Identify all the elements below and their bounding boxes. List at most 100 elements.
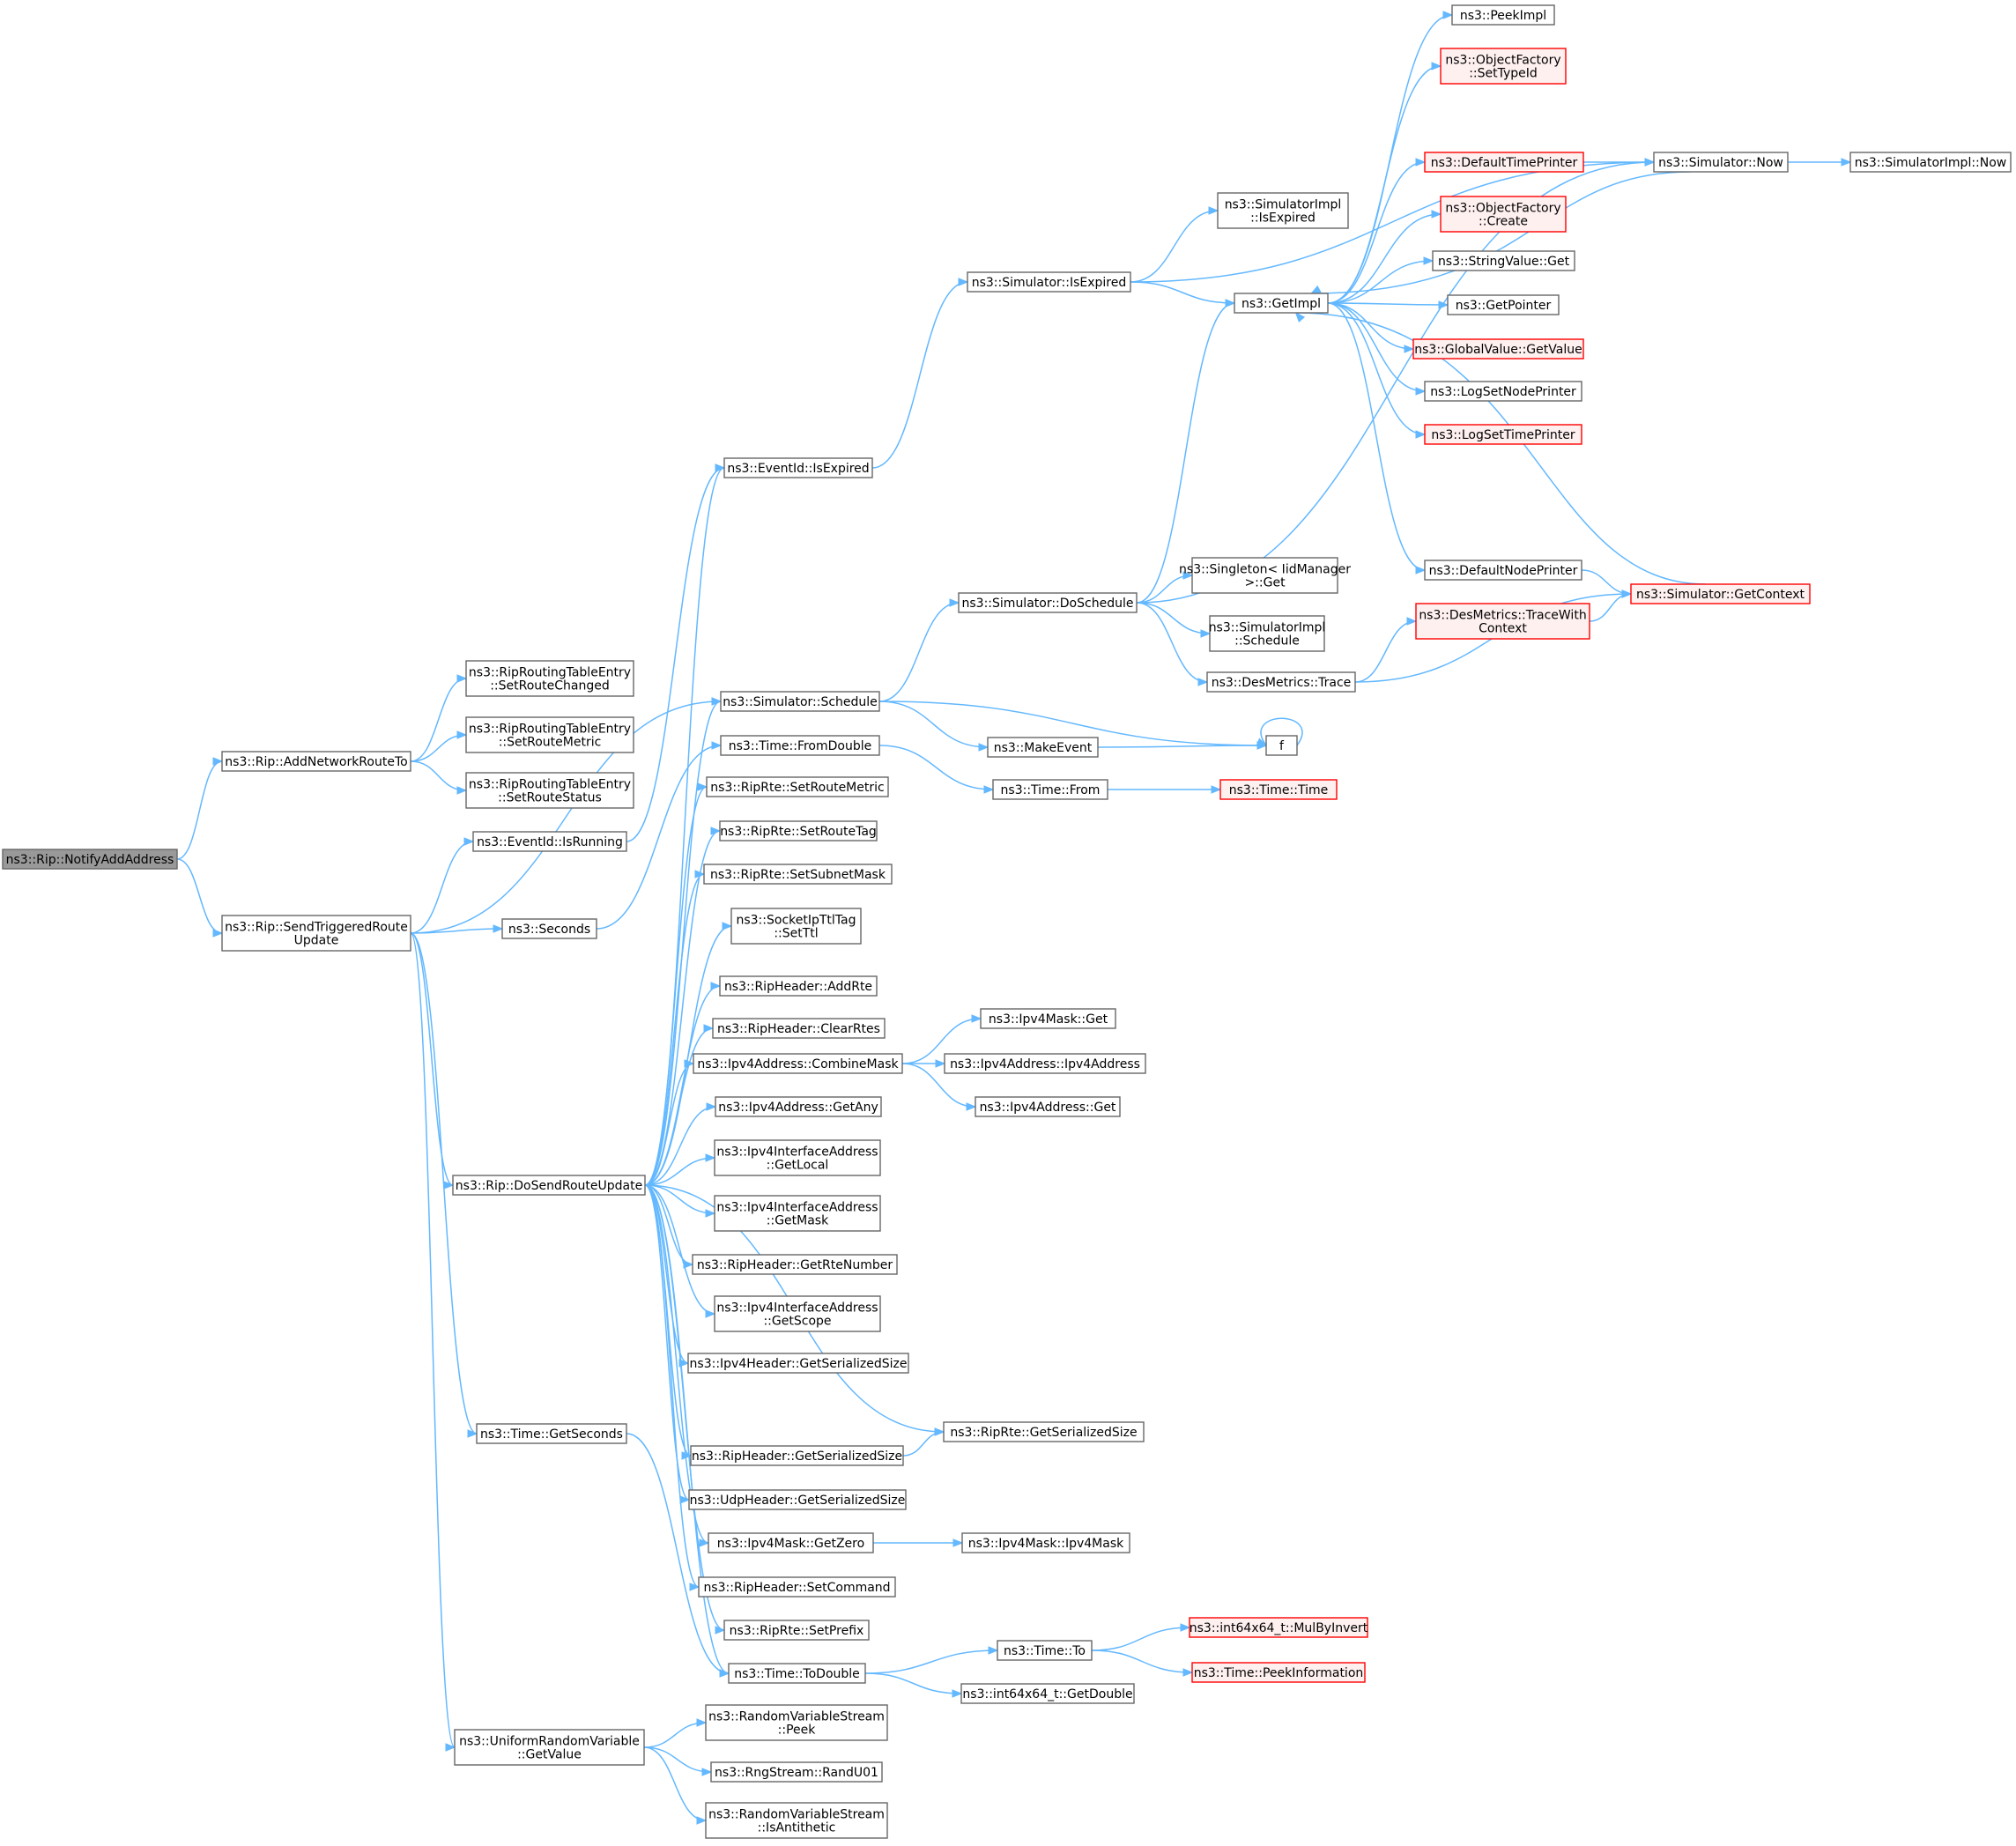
- node-label: ns3::LogSetTimePrinter: [1431, 428, 1575, 442]
- edge-line: [864, 1650, 998, 1674]
- edge-line: [410, 932, 478, 1435]
- graph-node[interactable]: ns3::Ipv4Mask::Get: [980, 1008, 1116, 1029]
- node-label: ns3::GlobalValue::GetValue: [1414, 343, 1582, 357]
- graph-node[interactable]: ns3::UdpHeader::GetSerializedSize: [688, 1489, 907, 1510]
- call-edge: [864, 1672, 963, 1698]
- edge-arrowhead: [978, 743, 989, 752]
- graph-node[interactable]: ns3::UniformRandomVariable::GetValue: [454, 1729, 645, 1766]
- graph-node[interactable]: ns3::Ipv4Address::Ipv4Address: [944, 1053, 1146, 1074]
- graph-node[interactable]: ns3::GlobalValue::GetValue: [1412, 338, 1584, 360]
- graph-node[interactable]: ns3::RipHeader::AddRte: [719, 975, 878, 997]
- graph-node[interactable]: ns3::RipHeader::GetSerializedSize: [690, 1445, 904, 1466]
- graph-node[interactable]: ns3::SimulatorImpl::IsExpired: [1217, 192, 1349, 229]
- graph-node[interactable]: ns3::EventId::IsRunning: [472, 831, 627, 852]
- edge-arrowhead: [684, 1059, 695, 1068]
- graph-node[interactable]: ns3::Time::To: [997, 1640, 1093, 1661]
- graph-node[interactable]: ns3::Simulator::IsExpired: [967, 271, 1131, 293]
- edge-arrowhead: [1182, 1668, 1194, 1677]
- node-box: [476, 1423, 627, 1444]
- graph-node[interactable]: ns3::Rip::AddNetworkRouteTo: [221, 751, 411, 772]
- edge-line: [1354, 620, 1417, 683]
- graph-node[interactable]: ns3::Ipv4Mask::GetZero: [708, 1532, 874, 1553]
- edge-line: [643, 1746, 712, 1773]
- call-edge: [1091, 1650, 1194, 1677]
- node-box: [2, 849, 178, 870]
- edge-line: [864, 1672, 962, 1694]
- edge-arrowhead: [212, 929, 224, 938]
- edge-line: [878, 701, 1267, 746]
- edge-arrowhead: [966, 1102, 977, 1111]
- graph-node[interactable]: ns3::Simulator::Schedule: [720, 691, 880, 712]
- graph-node[interactable]: ns3::SocketIpTtlTag::SetTtl: [730, 908, 862, 945]
- node-label: ::GetValue: [517, 1748, 582, 1762]
- graph-node[interactable]: ns3::RipRte::SetPrefix: [723, 1620, 870, 1641]
- graph-node[interactable]: ns3::int64x64_t::GetDouble: [960, 1683, 1135, 1704]
- graph-node[interactable]: ns3::RipRte::SetSubnetMask: [703, 864, 893, 885]
- graph-node[interactable]: ns3::PeekImpl: [1451, 4, 1555, 26]
- graph-node[interactable]: ns3::DefaultTimePrinter: [1424, 152, 1584, 173]
- graph-node[interactable]: f: [1265, 735, 1298, 756]
- graph-node[interactable]: ns3::Time::ToDouble: [728, 1663, 866, 1684]
- graph-node[interactable]: ns3::RipRte::SetRouteTag: [719, 820, 878, 841]
- graph-node[interactable]: ns3::RipRoutingTableEntry::SetRouteStatu…: [465, 772, 634, 809]
- graph-node[interactable]: ns3::Time::From: [992, 779, 1108, 800]
- graph-node[interactable]: ns3::RipHeader::GetRteNumber: [692, 1254, 898, 1275]
- graph-node[interactable]: ns3::LogSetTimePrinter: [1424, 424, 1582, 445]
- node-box: [1412, 338, 1584, 360]
- call-edge: [1091, 1623, 1191, 1651]
- graph-node[interactable]: ns3::RipHeader::ClearRtes: [712, 1018, 886, 1039]
- graph-node[interactable]: ns3::RandomVariableStream::IsAntithetic: [705, 1802, 888, 1839]
- graph-node[interactable]: ns3::RipRoutingTableEntry::SetRouteChang…: [465, 660, 634, 697]
- graph-node[interactable]: ns3::RipRoutingTableEntry::SetRouteMetri…: [465, 716, 634, 753]
- graph-node[interactable]: ns3::EventId::IsExpired: [723, 457, 873, 478]
- node-box: [710, 1761, 883, 1783]
- call-edge: [1294, 311, 1706, 585]
- graph-node[interactable]: ns3::Simulator::Now: [1653, 152, 1789, 173]
- graph-node[interactable]: ns3::Rip::NotifyAddAddress: [2, 849, 178, 870]
- node-label: ns3::RipRte::SetPrefix: [730, 1624, 864, 1638]
- node-box: [987, 737, 1099, 758]
- graph-node[interactable]: ns3::Ipv4Address::GetAny: [715, 1096, 882, 1117]
- graph-node[interactable]: ns3::Time::Time: [1219, 779, 1338, 800]
- graph-node[interactable]: ns3::RngStream::RandU01: [710, 1761, 883, 1783]
- graph-node[interactable]: ns3::RandomVariableStream::Peek: [705, 1704, 888, 1741]
- graph-node[interactable]: ns3::StringValue::Get: [1432, 250, 1575, 271]
- graph-node[interactable]: ns3::DesMetrics::Trace: [1206, 671, 1356, 693]
- node-label: ::GetMask: [767, 1214, 829, 1228]
- edge-arrowhead: [711, 741, 723, 750]
- graph-node[interactable]: ns3::MakeEvent: [987, 737, 1099, 758]
- edge-arrowhead: [679, 1495, 691, 1504]
- graph-node[interactable]: ns3::GetImpl: [1234, 293, 1329, 314]
- graph-node[interactable]: ns3::Ipv4Address::CombineMask: [693, 1053, 903, 1074]
- graph-node[interactable]: ns3::Singleton< IidManager >::Get: [1179, 557, 1351, 594]
- graph-node[interactable]: ns3::Ipv4Header::GetSerializedSize: [687, 1353, 909, 1374]
- graph-node[interactable]: ns3::DefaultNodePrinter: [1424, 560, 1582, 581]
- graph-node[interactable]: ns3::LogSetNodePrinter: [1424, 381, 1582, 402]
- graph-node[interactable]: ns3::Time::GetSeconds: [476, 1423, 627, 1444]
- graph-node[interactable]: ns3::Simulator::GetContext: [1630, 583, 1811, 604]
- graph-node[interactable]: ns3::int64x64_t::MulByInvert: [1189, 1617, 1368, 1638]
- graph-node[interactable]: ns3::Rip::DoSendRouteUpdate: [452, 1175, 646, 1196]
- node-box: [693, 1053, 903, 1074]
- graph-node[interactable]: ns3::Ipv4InterfaceAddress::GetLocal: [714, 1139, 881, 1176]
- node-box: [465, 772, 634, 809]
- graph-node[interactable]: ns3::Ipv4InterfaceAddress::GetMask: [714, 1195, 881, 1232]
- graph-node[interactable]: ns3::ObjectFactory::SetTypeId: [1440, 48, 1567, 85]
- graph-node[interactable]: ns3::GetPointer: [1447, 294, 1560, 315]
- graph-node[interactable]: ns3::Ipv4Address::Get: [975, 1096, 1121, 1117]
- graph-node[interactable]: ns3::SimulatorImpl::Schedule: [1209, 615, 1326, 652]
- graph-node[interactable]: ns3::Time::PeekInformation: [1191, 1662, 1366, 1683]
- graph-node[interactable]: ns3::Ipv4InterfaceAddress::GetScope: [714, 1295, 881, 1332]
- graph-node[interactable]: ns3::Simulator::DoSchedule: [958, 592, 1138, 613]
- graph-node[interactable]: ns3::RipRte::SetRouteMetric: [706, 776, 889, 797]
- graph-node[interactable]: ns3::RipHeader::SetCommand: [698, 1576, 896, 1598]
- node-label: ns3::SimulatorImpl::Now: [1855, 156, 2007, 170]
- graph-node[interactable]: ns3::SimulatorImpl::Now: [1849, 152, 2012, 173]
- graph-node[interactable]: ns3::ObjectFactory::Create: [1440, 196, 1567, 233]
- graph-node[interactable]: ns3::Ipv4Mask::Ipv4Mask: [961, 1532, 1130, 1553]
- graph-node[interactable]: ns3::RipRte::GetSerializedSize: [943, 1421, 1145, 1442]
- graph-node[interactable]: ns3::Seconds: [501, 918, 597, 939]
- graph-node[interactable]: ns3::Time::FromDouble: [720, 735, 880, 756]
